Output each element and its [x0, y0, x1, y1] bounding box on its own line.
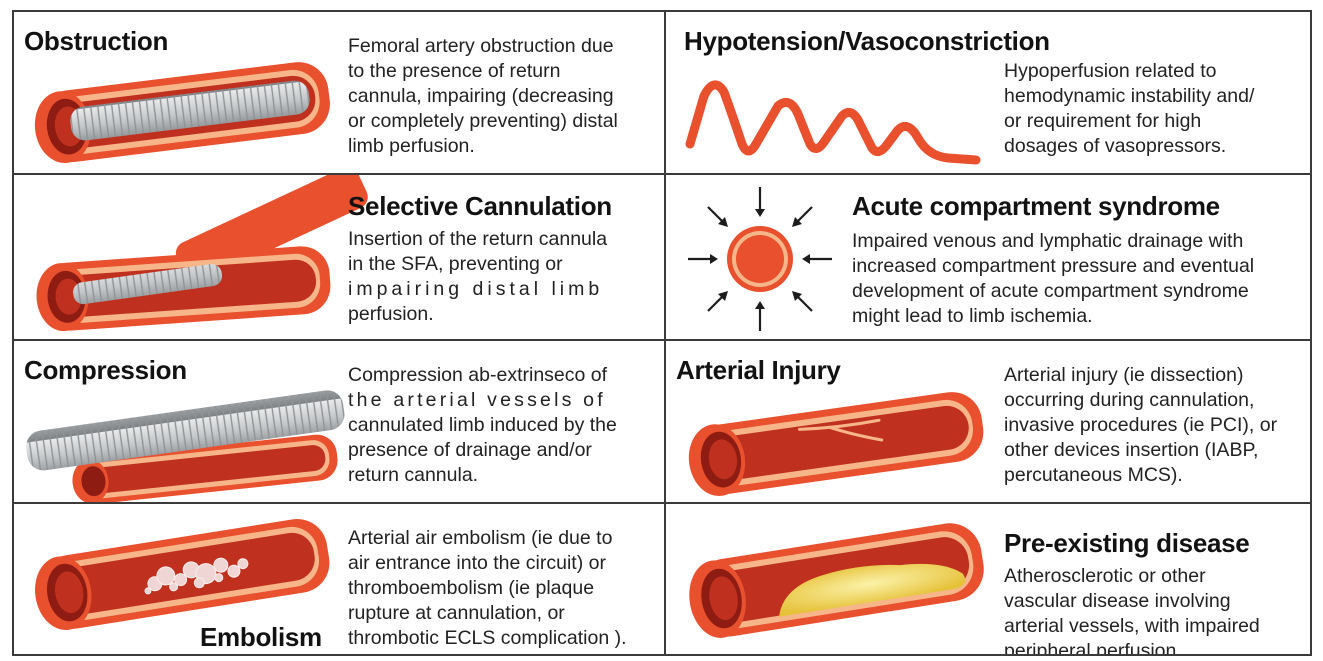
panel-title: Pre-existing disease [1004, 528, 1249, 559]
desc-line: Femoral artery obstruction due [348, 34, 658, 59]
desc-line: or requirement for high [1004, 109, 1304, 134]
compressed-vessel-illustration [20, 381, 350, 501]
desc-line: thrombotic ECLS complication ). [348, 626, 658, 651]
panel-description: Atherosclerotic or other vascular diseas… [1004, 564, 1304, 656]
desc-line: cannulated limb induced by the [348, 413, 658, 438]
desc-line: Impaired venous and lymphatic drainage w… [852, 229, 1304, 254]
panel-description: Femoral artery obstruction due to the pr… [348, 34, 658, 159]
panel-compartment-syndrome: Acute compartment syndrome Impaired veno… [664, 173, 1312, 341]
desc-line: occurring during cannulation, [1004, 388, 1304, 413]
desc-line: cannula, impairing (decreasing [348, 84, 658, 109]
vessel-with-cannula-illustration [28, 57, 338, 162]
panel-description: Impaired venous and lymphatic drainage w… [852, 229, 1304, 329]
dissected-vessel-illustration [682, 385, 992, 495]
panel-description: Compression ab-extrinseco of the arteria… [348, 363, 658, 488]
desc-line: increased compartment pressure and event… [852, 254, 1304, 279]
panel-description: Arterial injury (ie dissection) occurrin… [1004, 363, 1304, 488]
desc-line: in the SFA, preventing or [348, 252, 658, 277]
panel-description: Insertion of the return cannula in the S… [348, 227, 658, 327]
desc-line: Hypoperfusion related to [1004, 59, 1304, 84]
panel-preexisting-disease: Pre-existing disease Atherosclerotic or … [664, 502, 1312, 656]
panel-embolism: Embolism Arterial air embolism (ie due t… [12, 502, 666, 656]
plaque-vessel-illustration [682, 520, 992, 640]
desc-line: other devices insertion (IABP, [1004, 438, 1304, 463]
desc-line: Compression ab-extrinseco of [348, 363, 658, 388]
desc-line: hemodynamic instability and/ [1004, 84, 1304, 109]
panel-compression: Compression Compression ab-extrinseco of… [12, 339, 666, 504]
desc-line: return cannula. [348, 463, 658, 488]
panel-hypotension: Hypotension/Vasoconstriction Hypoperfusi… [664, 10, 1312, 175]
panel-description: Hypoperfusion related to hemodynamic ins… [1004, 59, 1304, 159]
panel-title: Acute compartment syndrome [852, 191, 1220, 222]
panel-title: Embolism [200, 622, 322, 653]
panel-description: Arterial air embolism (ie due to air ent… [348, 526, 658, 651]
desc-line: Arterial injury (ie dissection) [1004, 363, 1304, 388]
desc-line: percutaneous MCS). [1004, 463, 1304, 488]
bifurcated-vessel-illustration [28, 185, 348, 335]
embolism-vessel-illustration [28, 516, 338, 626]
pressure-waveform-illustration [686, 74, 986, 169]
desc-line: air entrance into the circuit) or [348, 551, 658, 576]
panel-arterial-injury: Arterial Injury Arterial injury (ie diss… [664, 339, 1312, 504]
desc-line: or completely preventing) distal [348, 109, 658, 134]
panel-title: Obstruction [24, 26, 168, 57]
desc-line: rupture at cannulation, or [348, 601, 658, 626]
panel-title: Arterial Injury [676, 355, 841, 386]
panel-selective-cannulation: Selective Cannulation Insertion of the r… [12, 173, 666, 341]
panel-title: Selective Cannulation [348, 191, 612, 222]
desc-line: vascular disease involving [1004, 589, 1304, 614]
desc-line: to the presence of return [348, 59, 658, 84]
desc-line: the arterial vessels of [348, 388, 658, 413]
desc-line: Atherosclerotic or other [1004, 564, 1304, 589]
desc-line: limb perfusion. [348, 134, 658, 159]
desc-line: perfusion. [348, 302, 658, 327]
compartment-pressure-illustration [680, 179, 840, 339]
desc-line: impairing distal limb [348, 277, 658, 302]
desc-line: Insertion of the return cannula [348, 227, 658, 252]
panel-obstruction: Obstruction Femoral artery obstruction d… [12, 10, 666, 175]
desc-line: invasive procedures (ie PCI), or [1004, 413, 1304, 438]
panel-title: Hypotension/Vasoconstriction [684, 26, 1050, 57]
figure-grid: Obstruction Femoral artery obstruction d… [12, 10, 1312, 656]
desc-line: Arterial air embolism (ie due to [348, 526, 658, 551]
desc-line: arterial vessels, with impaired [1004, 614, 1304, 639]
desc-line: development of acute compartment syndrom… [852, 279, 1304, 304]
desc-line: peripheral perfusion. [1004, 639, 1304, 656]
desc-line: thromboembolism (ie plaque [348, 576, 658, 601]
desc-line: might lead to limb ischemia. [852, 304, 1304, 329]
desc-line: presence of drainage and/or [348, 438, 658, 463]
desc-line: dosages of vasopressors. [1004, 134, 1304, 159]
